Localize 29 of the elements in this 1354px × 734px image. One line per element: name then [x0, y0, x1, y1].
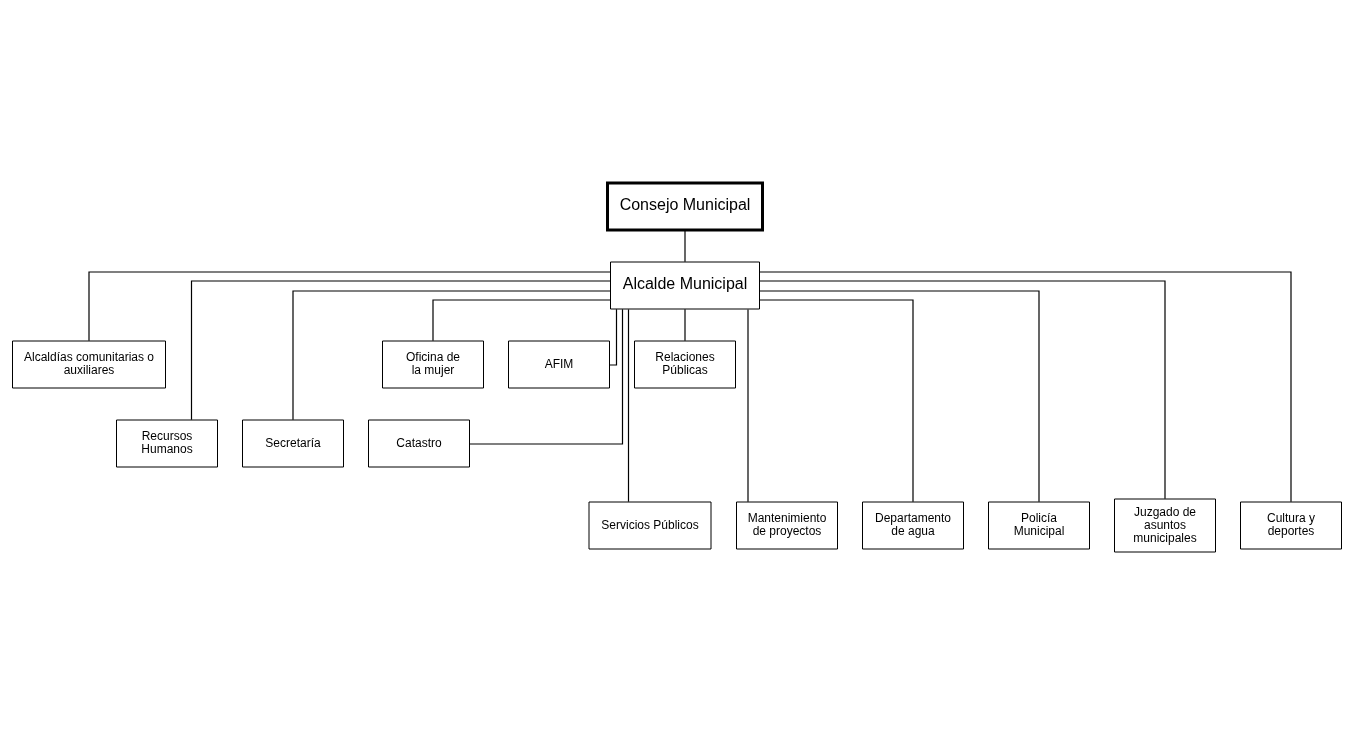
connector: [292, 289, 611, 420]
connector: [747, 308, 749, 502]
connector: [432, 298, 611, 341]
connector: [684, 229, 686, 262]
node-box: Recursos Humanos: [116, 419, 218, 467]
node-box: Cultura y deportes: [1240, 501, 1342, 549]
node-box: Catastro: [368, 419, 470, 467]
node-box: Alcaldías comunitarias o auxiliares: [12, 340, 166, 388]
connector: [759, 289, 1040, 502]
node-box: Juzgado de asuntos municipales: [1114, 498, 1216, 552]
node-box: Consejo Municipal: [606, 181, 764, 231]
node-box: Secretaría: [242, 419, 344, 467]
node-box: Oficina de la mujer: [382, 340, 484, 388]
connector: [609, 308, 618, 366]
node-box: Relaciones Públicas: [634, 340, 736, 388]
connector: [759, 270, 1292, 502]
node-box: Alcalde Municipal: [610, 261, 760, 309]
node-box: Mantenimiento de proyectos: [736, 501, 838, 549]
connector: [468, 308, 624, 445]
connector: [684, 308, 686, 341]
node-box: Departamento de agua: [862, 501, 964, 549]
node-box: Servicios Públicos: [588, 501, 712, 549]
connector: [759, 298, 914, 502]
connector: [88, 270, 611, 341]
node-box: Policía Municipal: [988, 501, 1090, 549]
node-box: AFIM: [508, 340, 610, 388]
connector: [190, 279, 611, 420]
connector: [627, 308, 630, 502]
connector: [759, 279, 1166, 499]
